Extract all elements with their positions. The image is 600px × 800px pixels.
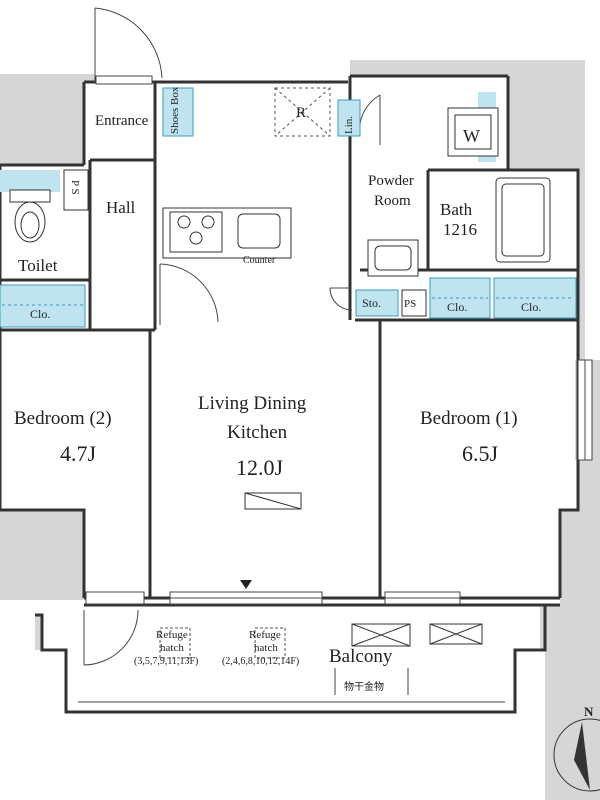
linen-storage [337, 99, 361, 137]
entrance-label: Entrance [95, 113, 149, 129]
ps-right-label: PS [404, 298, 416, 310]
windows [85, 75, 593, 605]
fixtures [9, 87, 551, 659]
storage-box [355, 289, 399, 317]
closet-right-1-label: Clo. [447, 300, 467, 314]
bath-label: Bath [440, 200, 473, 219]
bedroom-2-size: 4.7J [60, 441, 97, 466]
storage-areas [0, 87, 577, 328]
closet-left [0, 284, 86, 328]
powder-room-label-2: Room [374, 193, 411, 209]
bedroom-2-label: Bedroom (2) [14, 408, 112, 429]
ldk-label-1: Living Dining [198, 393, 307, 414]
closet-left-label: Clo. [30, 307, 50, 321]
balcony-area [35, 605, 547, 714]
refuge-2-floors: (2,4,6,8,10,12,14F) [222, 656, 299, 667]
door-swings [83, 7, 381, 666]
refuge-1-label-1: Refuge [156, 629, 188, 641]
bedroom-1-label: Bedroom (1) [420, 408, 518, 429]
shoes-box-label: Shoes Box [169, 86, 181, 134]
bedroom-1-size: 6.5J [462, 441, 499, 466]
closet-right-2-label: Clo. [521, 300, 541, 314]
balcony-label: Balcony [329, 646, 393, 667]
ldk-label-2: Kitchen [227, 422, 288, 443]
ps-left-label: P S [69, 180, 81, 195]
r-label: R [296, 105, 306, 121]
walls [0, 74, 580, 607]
refuge-2-label-2: hatch [254, 642, 278, 654]
toilet-label: Toilet [18, 256, 58, 275]
refuge-1-floors: (3,5,7,9,11,13F) [134, 656, 198, 667]
balcony-sublabel: 物干金物 [344, 680, 384, 693]
w-label: W [463, 126, 480, 146]
refuge-1-label-2: hatch [160, 642, 184, 654]
counter-label: Counter [243, 255, 276, 266]
storage-label: Sto. [362, 296, 381, 310]
north-label: N [584, 704, 594, 719]
north-arrow [553, 718, 600, 792]
shoes-box [162, 87, 194, 137]
ldk-size: 12.0J [236, 455, 284, 480]
linen-label: Lin. [343, 116, 355, 134]
powder-room-label-1: Powder [368, 173, 414, 189]
bath-size-label: 1216 [443, 220, 477, 239]
hall-label: Hall [106, 198, 136, 217]
labels: Entrance Shoes Box Hall P S Toilet Clo. … [14, 86, 594, 719]
refuge-2-label-1: Refuge [249, 629, 281, 641]
structural-shading [0, 60, 600, 800]
